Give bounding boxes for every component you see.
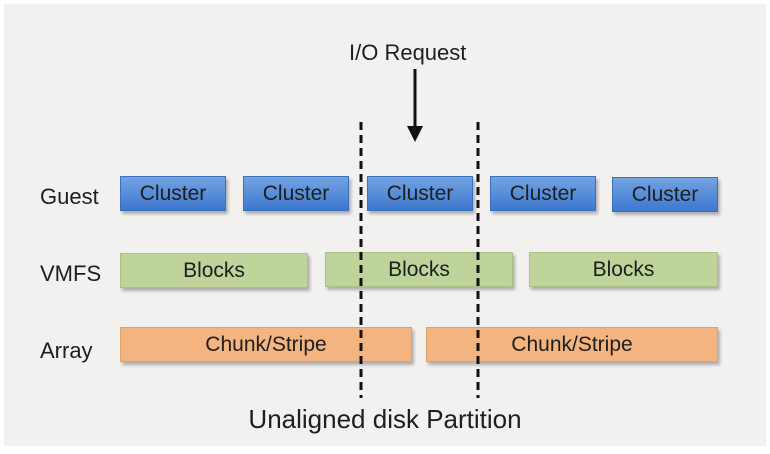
guest-cluster-4: Cluster	[490, 176, 596, 211]
array-chunk-1: Chunk/Stripe	[120, 327, 412, 362]
vmfs-blocks-3: Blocks	[529, 252, 718, 287]
diagram-overlay	[359, 69, 480, 398]
diagram-canvas: I/O Request Guest Cluster Cluster Cluste…	[4, 4, 766, 446]
io-request-arrow-head	[407, 126, 423, 142]
io-request-label: I/O Request	[349, 40, 467, 65]
guest-cluster-1: Cluster	[120, 176, 226, 211]
row-label-guest: Guest	[40, 184, 99, 209]
array-chunk-2: Chunk/Stripe	[426, 327, 718, 362]
row-label-vmfs: VMFS	[40, 261, 102, 286]
guest-cluster-5: Cluster	[612, 177, 718, 212]
vmfs-blocks-1: Blocks	[120, 253, 308, 288]
row-label-array: Array	[40, 338, 93, 363]
guest-cluster-3: Cluster	[367, 176, 473, 211]
vmfs-blocks-2: Blocks	[325, 252, 513, 287]
diagram-caption: Unaligned disk Partition	[248, 404, 522, 434]
guest-cluster-2: Cluster	[243, 176, 349, 211]
